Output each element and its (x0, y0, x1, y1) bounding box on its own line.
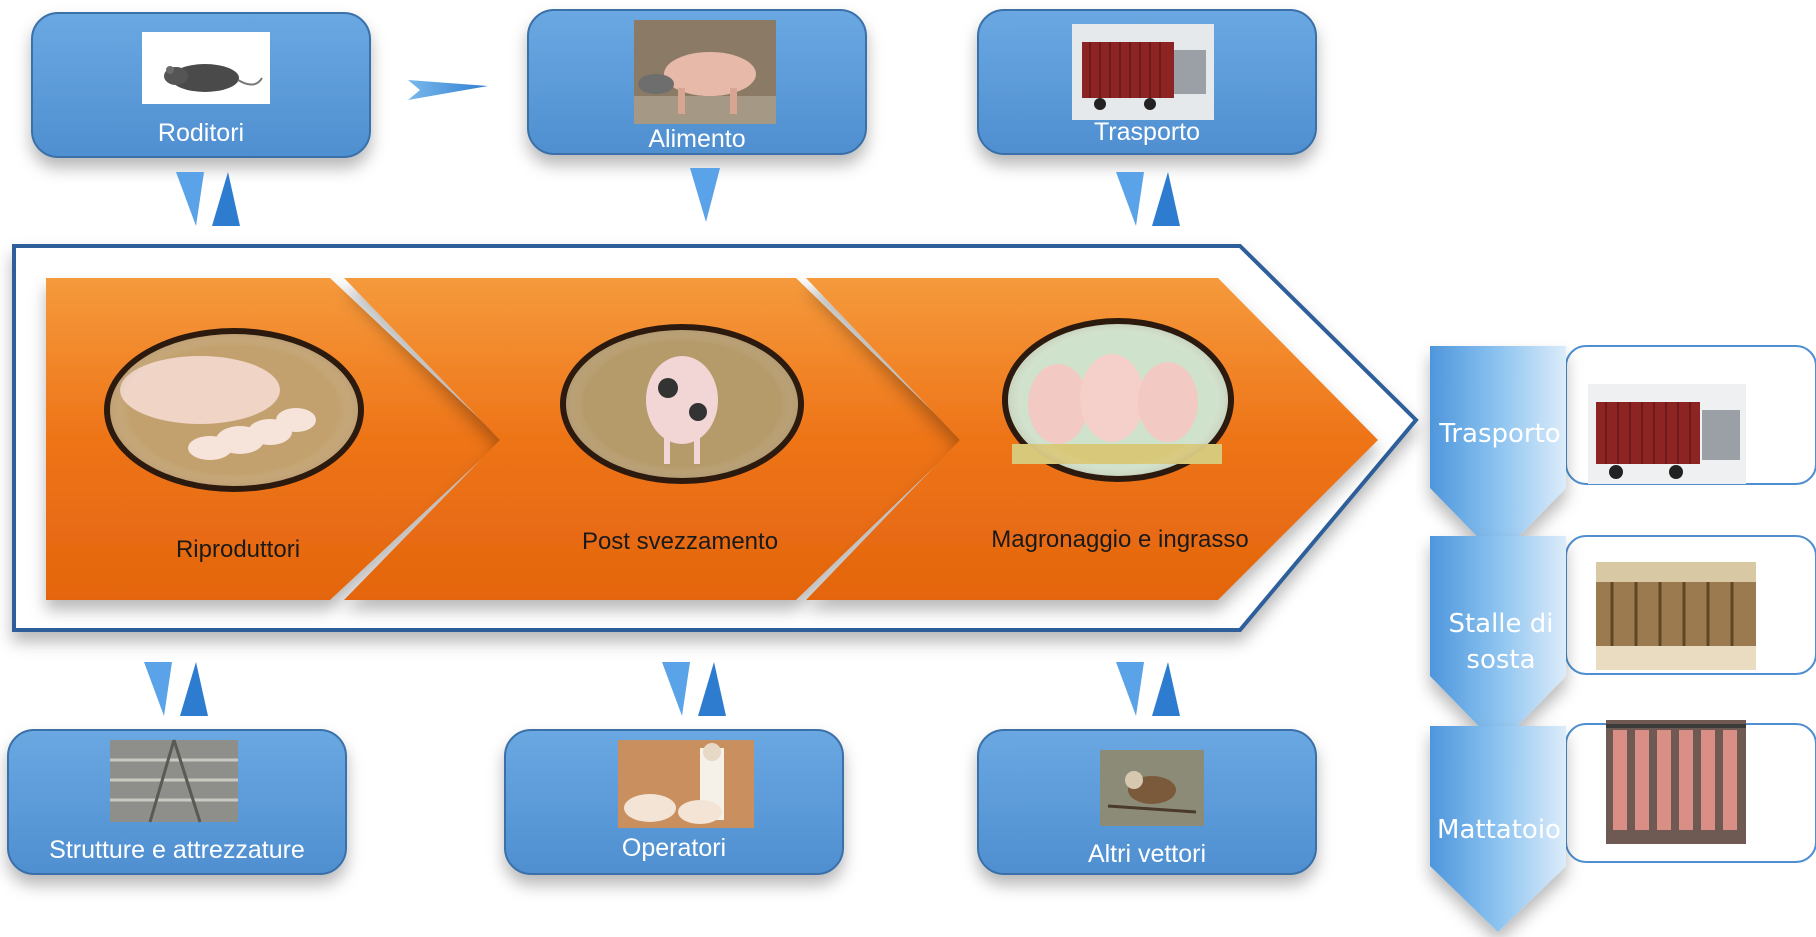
factor-label-roditori: Roditori (157, 119, 245, 147)
arrow-pair-strutture (144, 662, 208, 716)
chain-item-stalle (1430, 535, 1816, 746)
piglet-icon (560, 324, 804, 484)
factor-box-operatori (504, 729, 844, 875)
sow-with-piglets-icon (104, 328, 364, 492)
sparrow-icon (1100, 750, 1204, 826)
chain-item-mattatoio (1430, 720, 1816, 932)
factor-label-altri-vettori: Altri vettori (1087, 840, 1207, 868)
arrow-right (408, 80, 488, 100)
truck-icon (1072, 24, 1214, 120)
factor-box-trasporto (977, 9, 1317, 155)
arrow-pair-roditori (176, 172, 240, 226)
arrow-pair-trasporto (1116, 172, 1180, 226)
farm-worker-icon (618, 740, 754, 828)
stage-label-riproduttori: Riproduttori (175, 536, 301, 563)
arrow-pair-operatori (662, 662, 726, 716)
barn-interior-icon (110, 739, 238, 823)
factor-box-alimento (527, 9, 867, 155)
stage-label-magronaggio: Magronaggio e ingrasso (991, 526, 1249, 553)
stable-icon (1596, 562, 1756, 670)
arrow-down-alimento (690, 168, 720, 222)
carcass-icon (1606, 720, 1746, 844)
factor-box-roditori (31, 12, 371, 158)
truck-icon (1588, 384, 1746, 484)
factor-label-strutture: Strutture e attrezzature (49, 836, 305, 864)
factor-label-alimento: Alimento (648, 125, 746, 153)
rat-icon (142, 32, 270, 104)
factor-box-strutture (7, 729, 347, 875)
chain-label-trasporto: Trasporto (1439, 419, 1561, 449)
factor-label-trasporto: Trasporto (1093, 118, 1201, 146)
factor-box-altri-vettori (977, 729, 1317, 875)
chain-item-trasporto (1430, 345, 1816, 558)
chain-label-stalle: Stalle di sosta (1448, 609, 1554, 675)
arrow-pair-altri-vettori (1116, 662, 1180, 716)
fattening-pigs-icon (1002, 318, 1234, 482)
stage-label-post-svezzamento: Post svezzamento (581, 528, 779, 555)
factor-label-operatori: Operatori (621, 834, 727, 862)
pig-feeding-icon (634, 20, 776, 124)
chain-label-mattatoio: Mattatoio (1437, 815, 1561, 845)
